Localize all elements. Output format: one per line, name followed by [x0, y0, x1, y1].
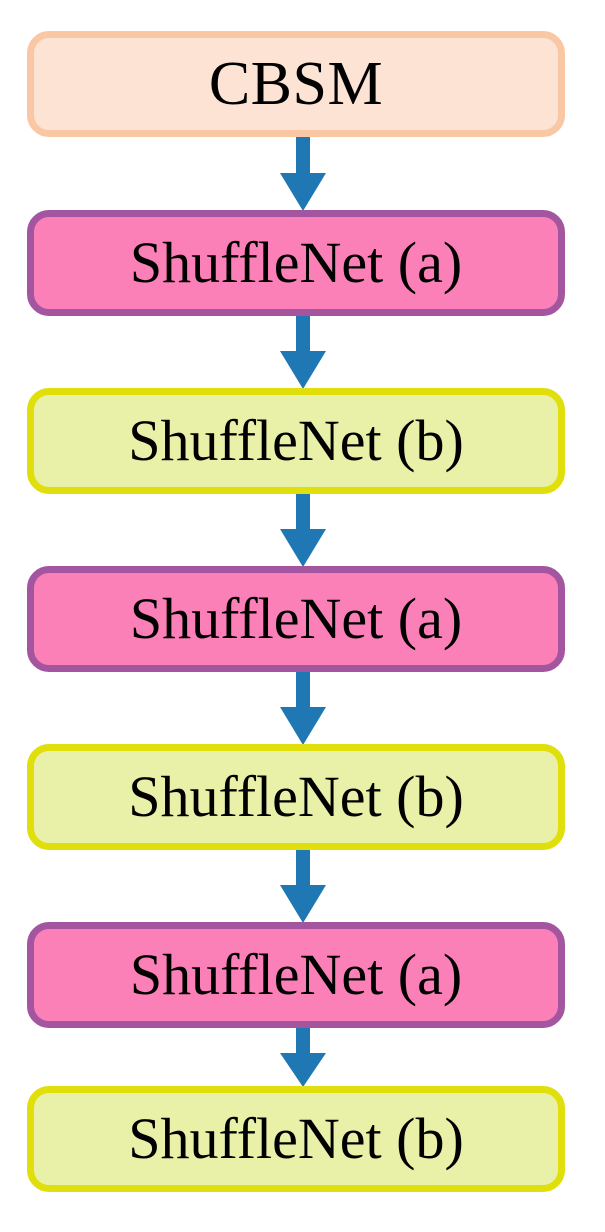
node-shufflenet-b-1[interactable]: ShuffleNet (b) — [27, 388, 565, 494]
node-label: ShuffleNet (a) — [129, 230, 463, 295]
node-shufflenet-b-3[interactable]: ShuffleNet (b) — [27, 1086, 565, 1192]
down-arrow-icon — [273, 1028, 333, 1087]
node-label: CBSM — [208, 50, 384, 118]
node-shufflenet-b-2[interactable]: ShuffleNet (b) — [27, 744, 565, 850]
down-arrow-icon — [273, 494, 333, 567]
node-label: ShuffleNet (a) — [129, 586, 463, 651]
node-label: ShuffleNet (b) — [128, 764, 464, 829]
node-label: ShuffleNet (b) — [128, 408, 464, 473]
node-shufflenet-a-1[interactable]: ShuffleNet (a) — [27, 210, 565, 316]
node-shufflenet-a-3[interactable]: ShuffleNet (a) — [27, 922, 565, 1028]
node-label: ShuffleNet (a) — [129, 942, 463, 1007]
node-cbsm[interactable]: CBSM — [27, 31, 565, 137]
node-label: ShuffleNet (b) — [128, 1106, 464, 1171]
down-arrow-icon — [273, 672, 333, 745]
node-shufflenet-a-2[interactable]: ShuffleNet (a) — [27, 566, 565, 672]
down-arrow-icon — [273, 316, 333, 389]
down-arrow-icon — [273, 137, 333, 211]
down-arrow-icon — [273, 850, 333, 923]
